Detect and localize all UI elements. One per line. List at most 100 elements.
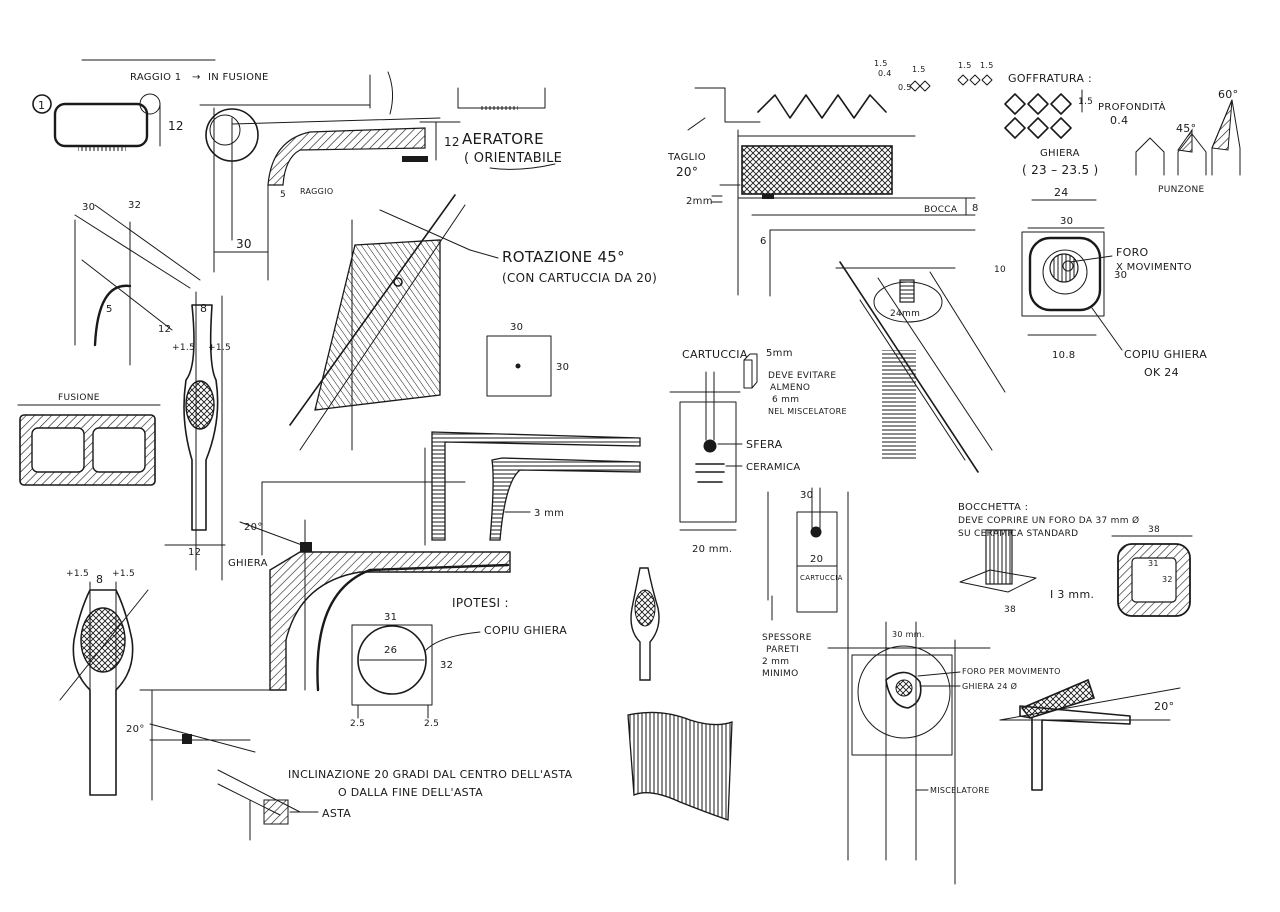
label-cartuccia-small: CARTUCCIA [800,574,843,582]
ghiera-hatch [1049,253,1079,283]
label-sfera: SFERA [746,438,783,451]
dim-45deg: 45° [1176,122,1196,135]
angle-line [149,723,256,753]
ghiera-square [1021,231,1105,317]
leader-line [425,631,481,651]
sketch-bocca: TAGLIO 20° 2mm 6 BOCCA 8 [667,129,978,297]
diag-line [59,589,149,701]
number-label: 1 [38,99,45,112]
sketch-cartuccia: CARTUCCIA 5mm DEVE EVITARE ALMENO 6 mm N… [669,348,847,555]
label-foro-movimento: FORO PER MOVIMENTO [962,667,1061,676]
diamond [1050,93,1072,115]
sketch-bracket: 3 mm [424,431,641,546]
label-inclinazione: INCLINAZIONE 20 GRADI DAL CENTRO DELL'AS… [288,768,573,781]
tol-plus-1-5: +1.5 [66,569,89,579]
bocca-crosshatch [741,145,893,195]
dim-38: 38 [1148,525,1160,535]
punch-hatch [1177,128,1193,153]
bracket-outline [1019,705,1131,791]
sketch-rounded-box: 1 12 [32,93,184,151]
dim-26: 26 [384,645,397,656]
handle-lower-outline [72,589,134,796]
handle-front [630,567,660,681]
label-miscelatore: MISCELATORE [930,786,990,795]
bocchetta-3d [985,529,1013,585]
label-x-movimento: X MOVIMENTO [1116,262,1192,273]
left-page: 1 12 RAGGIO 1 → IN FUSIONE 12 [17,59,657,841]
top-dim: 0.4 [878,69,892,78]
label-copiu-ghiera: COPIU GHIERA [484,624,567,637]
dim-30mm: 30 mm. [892,630,925,639]
plan-knob [885,671,922,709]
hatched-section [267,127,426,186]
dim-32: 32 [128,200,141,211]
label-ceramica-standard: SU CERAMICA STANDARD [958,529,1078,539]
dim-20deg-b: 20° [126,724,145,735]
top-bracket-hatch [480,106,518,110]
box-base-hatch [78,146,126,151]
bocchetta-inner [1131,557,1177,603]
label-2mm: 2 mm [762,657,789,667]
label-ipotesi: IPOTESI : [452,596,509,610]
punch-hatch [1211,99,1233,151]
sketch-channel: 24mm [835,261,1006,473]
dim-20deg: 20° [244,522,263,533]
dim-5mm: 5mm [766,348,793,359]
bocca-tab [762,194,774,199]
label-asta: ASTA [322,807,351,820]
dim-12b: 12 [444,135,460,149]
asta-section [263,799,289,825]
fusione-cell-left [31,427,85,473]
dim-10: 10 [994,265,1006,275]
label-minimo: MINIMO [762,669,798,679]
angle-marker [182,734,192,744]
dim-31: 31 [1148,559,1159,568]
label-in-fusione: IN FUSIONE [208,72,269,83]
dim-8b: 8 [96,573,103,586]
label-orientabile: ( ORIENTABILE [464,151,562,166]
middle-sketches [627,567,733,821]
square-outline [486,335,552,397]
leader-line [1069,255,1113,263]
ghiera-hole [1062,260,1074,272]
dim-31: 31 [384,612,397,623]
cartuccia-body [679,401,737,523]
cartuccia-3d [743,353,758,389]
dim-32b: 32 [440,660,453,671]
plan-knob-center [895,679,913,697]
top-bracket [457,87,546,109]
dim-3mm: I 3 mm. [1050,588,1094,601]
top-dim: 0.5 [898,83,912,92]
label-deve-evitare: DEVE EVITARE [768,371,836,381]
dim-8: 8 [200,302,207,315]
label-bocca: BOCCA [924,205,958,215]
right-page: 1.5 0.4 1.5 0.5 1.5 1.5 GOFFRATURA : 1.5… [667,59,1241,885]
label-goffratura: GOFFRATURA : [1008,72,1092,85]
dim-12c: 12 [158,324,171,335]
dim-30b: 30 [1114,270,1127,281]
channel-hatch [882,350,916,460]
channel-edge [877,277,993,451]
dim-30b: 30 [82,202,95,213]
channel-edge [929,271,1006,393]
sketch-aerator-profile: 12 AERATORE ( ORIENTABILE RAGGIO 5 30 [199,71,562,281]
top-dim: 1.5 [912,65,926,74]
goffratura-diamonds: 1.5 [1004,89,1093,139]
dim-1-5: 1.5 [1078,97,1093,107]
base-plate [959,569,1037,593]
label-raggio-1: RAGGIO 1 [130,72,181,83]
leader-line [917,671,961,677]
square-center [515,363,521,369]
curved-edge [93,284,132,347]
rotation-axis [299,204,466,451]
dim-30: 30 [236,237,252,251]
label-6mm: 6 mm [772,395,799,405]
label-spessore: SPESSORE [762,633,812,643]
sketch-bocchetta: BOCCHETTA : DEVE COPRIRE UN FORO DA 37 m… [958,502,1193,617]
label-profondita: PROFONDITÀ [1098,100,1166,113]
guide-line [694,87,761,123]
guide-line [687,117,706,131]
dim-2-5: 2.5 [424,719,439,729]
dim-20deg: 20° [1154,700,1174,713]
